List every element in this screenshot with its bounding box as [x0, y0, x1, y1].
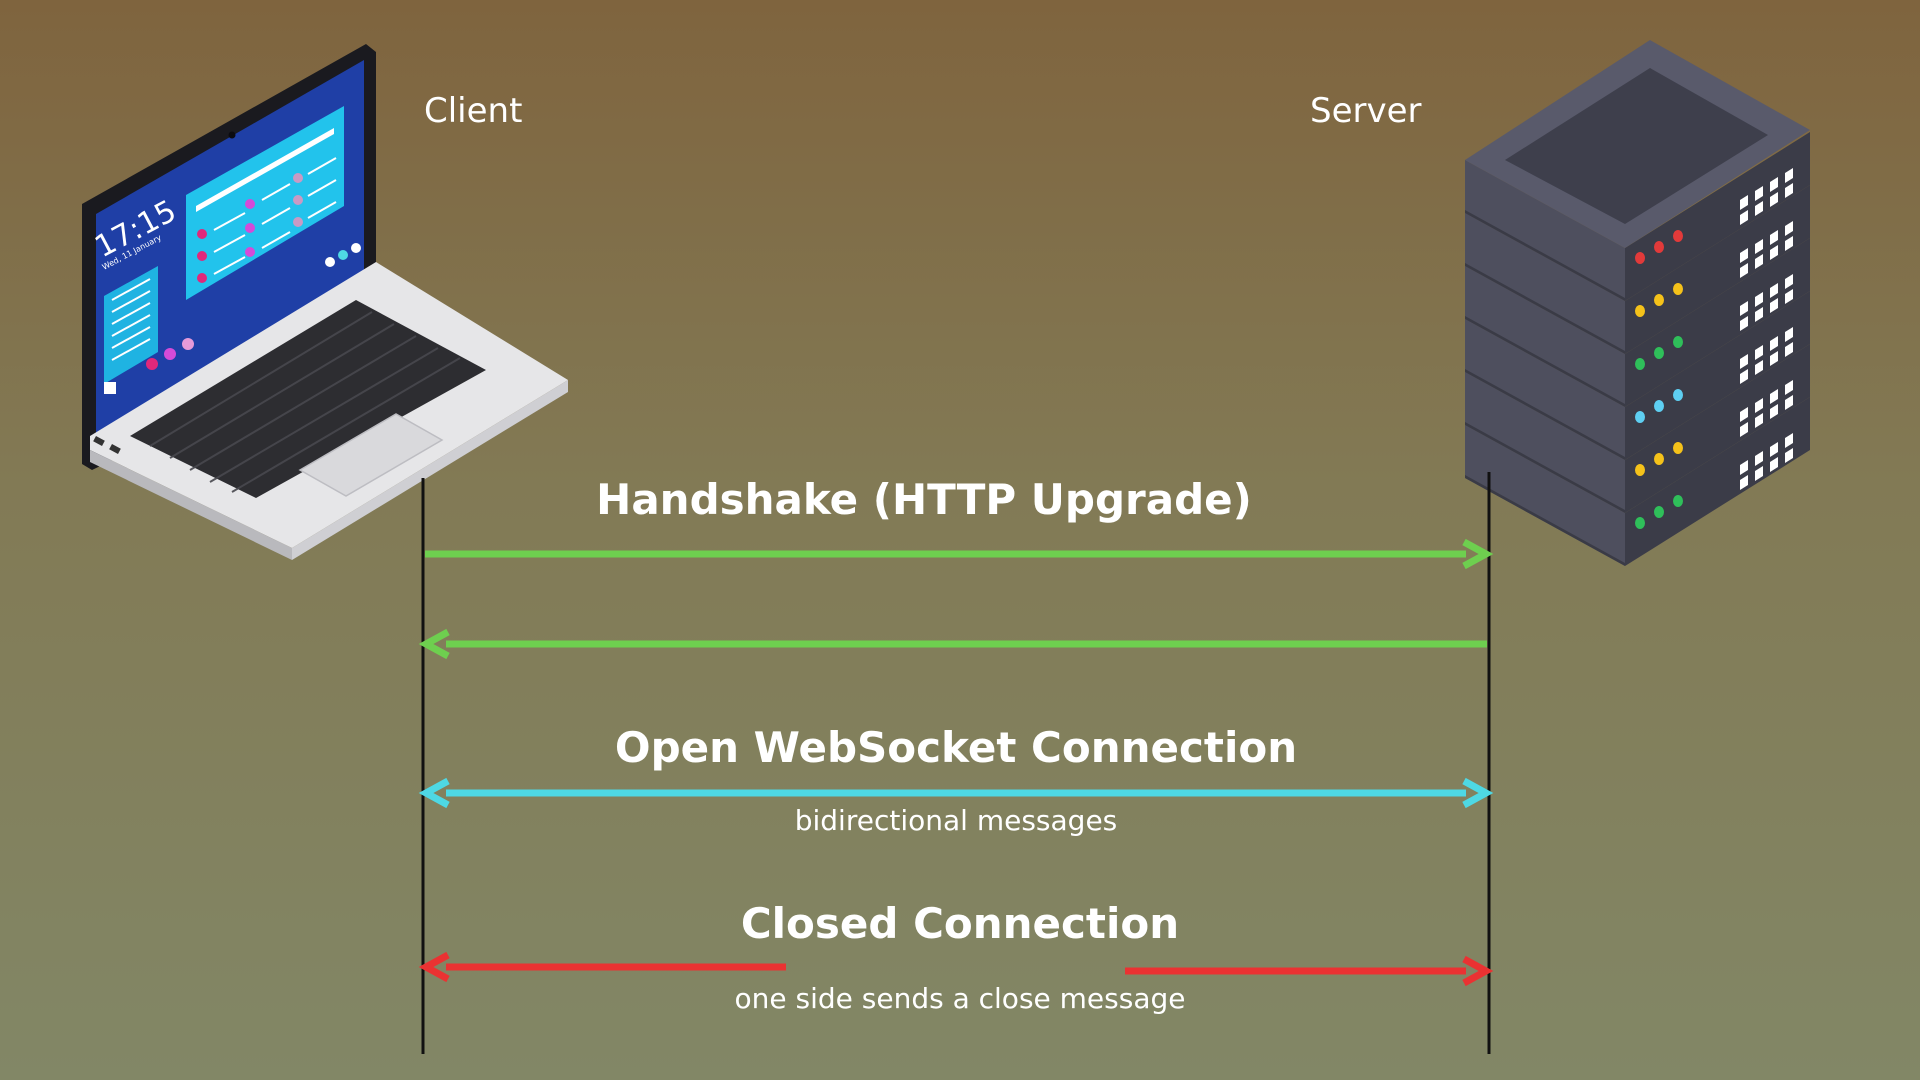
server-vent [1740, 316, 1748, 331]
server-vent [1785, 395, 1793, 410]
side-list-lines [111, 278, 151, 361]
server-vent [1770, 389, 1778, 404]
server-vent [1785, 342, 1793, 357]
server-status-led [1654, 400, 1664, 412]
server-status-led [1673, 442, 1683, 454]
server-unit-left-face [1465, 425, 1625, 566]
server-vent [1770, 298, 1778, 313]
server-vent [1740, 460, 1748, 475]
server-status-led [1673, 230, 1683, 242]
server-unit-left-face [1465, 372, 1625, 513]
close-from-server-arrow [418, 951, 786, 983]
laptop-illustration: 17:15 Wed, 11 January [82, 44, 568, 560]
server-status-led [1654, 294, 1664, 306]
server-status-led [1654, 506, 1664, 518]
server-vent [1740, 210, 1748, 225]
server-vent [1740, 195, 1748, 210]
server-vent [1755, 466, 1763, 481]
server-vent [1785, 327, 1793, 342]
server-vent [1755, 239, 1763, 254]
server-vent [1785, 274, 1793, 289]
server-vent [1755, 254, 1763, 269]
server-vent [1785, 168, 1793, 183]
server-vent [1770, 442, 1778, 457]
server-vent [1770, 283, 1778, 298]
server-vent [1770, 351, 1778, 366]
server-vent [1785, 236, 1793, 251]
server-vent [1770, 457, 1778, 472]
dock-icons [104, 243, 361, 394]
server-vent [1740, 263, 1748, 278]
server-vent [1770, 230, 1778, 245]
open-connection-subtitle: bidirectional messages [795, 804, 1118, 837]
server-unit-right-face [1625, 344, 1810, 513]
server-vent [1785, 380, 1793, 395]
server-vent [1740, 301, 1748, 316]
server-status-led [1635, 411, 1645, 423]
server-vent [1755, 345, 1763, 360]
server-status-led [1673, 283, 1683, 295]
server-vent [1740, 369, 1748, 384]
server-top-panel [1505, 68, 1768, 224]
server-status-led [1673, 389, 1683, 401]
server-vent [1740, 422, 1748, 437]
server-status-led [1673, 336, 1683, 348]
server-status-led [1635, 305, 1645, 317]
app-list-rows [197, 157, 337, 283]
server-status-led [1654, 453, 1664, 465]
server-status-led [1654, 241, 1664, 253]
server-vent [1755, 292, 1763, 307]
server-status-led [1635, 464, 1645, 476]
server-vent [1755, 360, 1763, 375]
server-vent [1770, 336, 1778, 351]
close-from-client-arrow [1125, 955, 1494, 987]
server-vent [1740, 248, 1748, 263]
closed-connection-title: Closed Connection [741, 899, 1179, 948]
server-status-led [1673, 495, 1683, 507]
server-unit-left-face [1465, 160, 1625, 301]
server-vent [1785, 448, 1793, 463]
server-vent [1755, 186, 1763, 201]
server-vent [1755, 398, 1763, 413]
server-vent [1785, 433, 1793, 448]
server-unit-right-face [1625, 397, 1810, 566]
server-unit-left-face [1465, 213, 1625, 354]
server-status-led [1635, 252, 1645, 264]
server-unit-right-face [1625, 132, 1810, 301]
server-rack-illustration [1465, 40, 1810, 566]
server-vent [1770, 192, 1778, 207]
handshake-title: Handshake (HTTP Upgrade) [596, 475, 1252, 524]
server-unit-right-face [1625, 238, 1810, 407]
server-vent [1770, 177, 1778, 192]
client-label: Client [424, 91, 522, 131]
server-vent [1755, 201, 1763, 216]
server-vent [1770, 404, 1778, 419]
server-vent [1785, 183, 1793, 198]
handshake-request-arrow [425, 538, 1494, 570]
server-unit-left-face [1465, 319, 1625, 460]
server-vent [1785, 289, 1793, 304]
server-vent [1740, 407, 1748, 422]
server-status-led [1654, 347, 1664, 359]
server-vent [1740, 354, 1748, 369]
server-status-led [1635, 517, 1645, 529]
server-unit-right-face [1625, 185, 1810, 354]
open-connection-arrow [418, 777, 1494, 809]
server-unit-right-face [1625, 291, 1810, 460]
open-connection-title: Open WebSocket Connection [615, 723, 1297, 772]
handshake-response-arrow [418, 628, 1487, 660]
server-vent [1755, 307, 1763, 322]
server-vent [1755, 451, 1763, 466]
server-vent [1755, 413, 1763, 428]
server-vent [1785, 221, 1793, 236]
server-status-led [1635, 358, 1645, 370]
server-label: Server [1310, 91, 1422, 131]
touchpad [298, 413, 444, 497]
closed-connection-subtitle: one side sends a close message [734, 982, 1185, 1015]
server-unit-left-face [1465, 266, 1625, 407]
server-vent [1770, 245, 1778, 260]
server-vent [1740, 475, 1748, 490]
